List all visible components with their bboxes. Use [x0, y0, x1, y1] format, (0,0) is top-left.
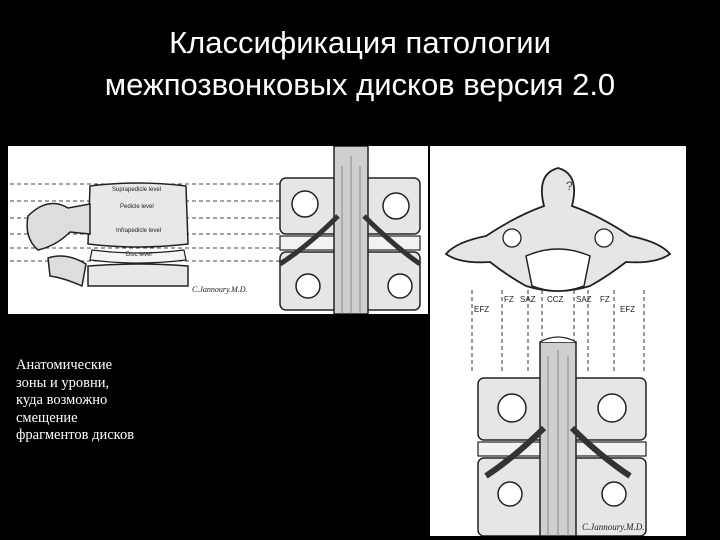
right-signature: C.Jannoury.M.D.	[582, 522, 645, 532]
figure-caption: Анатомические зоны и уровни, куда возмож…	[16, 357, 186, 445]
figure-lateral-levels: Suprapedicle level Pedicle level Infrape…	[8, 146, 428, 314]
caption-line-3: куда возможно	[16, 392, 108, 408]
zone-label-efz-right: EFZ	[620, 305, 635, 314]
figure-axial-zones: ? EFZ FZ SAZ CCZ SAZ FZ EFZ	[430, 146, 686, 536]
slide-title: Классификация патологии межпозвонковых д…	[0, 22, 720, 106]
title-line-2: межпозвонковых дисков версия 2.0	[104, 67, 616, 102]
zone-label-saz-left: SAZ	[520, 295, 536, 304]
level-label-pedicle: Pedicle level	[120, 204, 154, 210]
level-label-disc: Disc level	[126, 252, 152, 258]
caption-line-1: Анатомические	[16, 357, 113, 373]
zone-label-saz-right: SAZ	[576, 295, 592, 304]
zone-label-fz-left: FZ	[504, 295, 514, 304]
title-line-1: Классификация патологии	[169, 25, 551, 60]
caption-line-5: фрагментов дисков	[16, 427, 135, 443]
left-signature: C.Jannoury.M.D.	[192, 285, 248, 294]
caption-line-2: зоны и уровни,	[16, 374, 110, 391]
zone-label-efz-left: EFZ	[474, 305, 489, 314]
zone-label-ccz: CCZ	[547, 295, 564, 304]
zone-label-fz-right: FZ	[600, 295, 610, 304]
caption-line-4: смещение	[16, 409, 78, 426]
lateral-drawing: Suprapedicle level Pedicle level Infrape…	[10, 146, 422, 314]
level-label-suprapedicle: Suprapedicle level	[112, 187, 161, 193]
svg-text:?: ?	[566, 179, 573, 193]
level-label-infrapedicle: Infrapedicle level	[116, 228, 161, 234]
axial-drawing: ? EFZ FZ SAZ CCZ SAZ FZ EFZ	[444, 167, 672, 536]
